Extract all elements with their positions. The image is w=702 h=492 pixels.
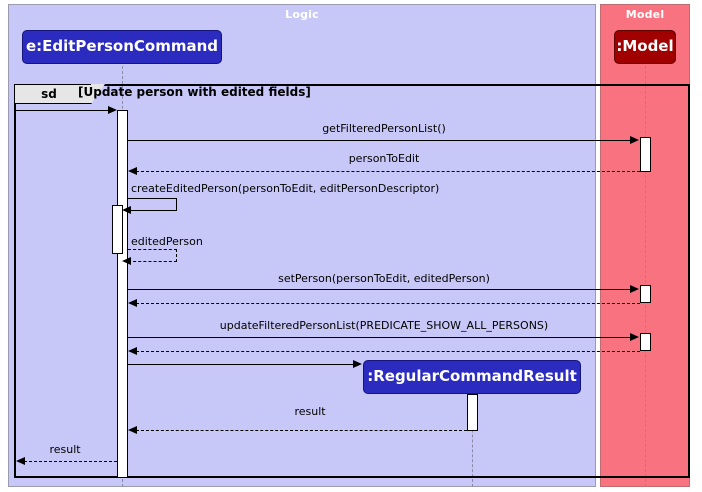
arrowhead-create-edited-person	[122, 206, 131, 214]
activation-bar-model-3	[640, 333, 651, 351]
arrowhead-edited-person	[122, 257, 131, 265]
self-return-segment-bottom-edited-person	[128, 261, 177, 262]
activation-bar-model-1	[640, 137, 651, 172]
arrowhead-get-filtered-person-list	[630, 136, 639, 144]
message-line-update-filtered-person-list-return	[136, 351, 640, 352]
lifeline-regular-command-result	[472, 395, 473, 487]
object-label-regular-command-result: :RegularCommandResult	[367, 367, 577, 386]
arrowhead-set-person-return	[128, 299, 137, 307]
object-box-regular-command-result[interactable]: :RegularCommandResult	[363, 360, 581, 394]
self-call-segment-top-create	[128, 198, 177, 199]
fragment-operator-label: sd	[41, 87, 57, 101]
combined-fragment-frame	[14, 84, 690, 478]
message-line-result-inner	[136, 430, 467, 431]
arrowhead-entry-call	[108, 106, 117, 114]
object-box-edit-person-command[interactable]: e:EditPersonCommand	[22, 30, 222, 64]
message-line-update-filtered-person-list	[128, 337, 632, 338]
panel-title-model: Model	[625, 8, 665, 21]
message-line-set-person-return	[136, 303, 640, 304]
arrowhead-result-outer	[16, 457, 25, 465]
activation-bar-edit-person-command	[117, 110, 128, 478]
lifeline-model	[645, 66, 646, 487]
arrowhead-set-person	[630, 285, 639, 293]
fragment-condition-label: [Update person with edited fields]	[78, 85, 311, 99]
message-label-set-person: setPerson(personToEdit, editedPerson)	[278, 272, 490, 285]
arrowhead-update-filtered-person-list-return	[128, 347, 137, 355]
message-label-person-to-edit: personToEdit	[348, 152, 420, 165]
message-label-update-filtered-person-list: updateFilteredPersonList(PREDICATE_SHOW_…	[219, 319, 549, 332]
message-line-set-person	[128, 289, 632, 290]
self-call-segment-bottom-create	[128, 210, 177, 211]
activation-bar-model-2	[640, 285, 651, 303]
activation-bar-regular-command-result	[467, 394, 478, 431]
message-label-edited-person: editedPerson	[131, 235, 203, 248]
fragment-operator-tab	[14, 84, 92, 104]
self-return-segment-top-edited-person	[128, 249, 177, 250]
message-label-result-inner: result	[294, 405, 326, 418]
arrowhead-result-inner	[128, 426, 137, 434]
message-line-create-regular-command-result	[128, 364, 355, 365]
self-return-segment-right-edited-person	[176, 249, 177, 262]
message-label-result-outer: result	[49, 443, 81, 456]
activation-bar-edit-person-command-nested	[112, 205, 123, 254]
arrowhead-create-regular-command-result	[353, 360, 362, 368]
message-label-create-edited-person: createEditedPerson(personToEdit, editPer…	[131, 182, 440, 195]
self-call-segment-right-create	[176, 198, 177, 211]
message-line-get-filtered-person-list	[128, 140, 632, 141]
message-line-entry-call	[16, 110, 112, 111]
panel-title-logic: Logic	[285, 8, 319, 21]
arrowhead-person-to-edit	[128, 167, 137, 175]
fragment-tab-notch	[91, 84, 105, 104]
message-line-person-to-edit	[136, 171, 640, 172]
message-label-get-filtered-person-list: getFilteredPersonList()	[322, 122, 446, 135]
object-box-model[interactable]: :Model	[614, 30, 676, 64]
object-label-edit-person-command: e:EditPersonCommand	[25, 37, 219, 56]
object-label-model: :Model	[616, 37, 674, 56]
message-line-result-outer	[24, 461, 117, 462]
arrowhead-update-filtered-person-list	[630, 333, 639, 341]
